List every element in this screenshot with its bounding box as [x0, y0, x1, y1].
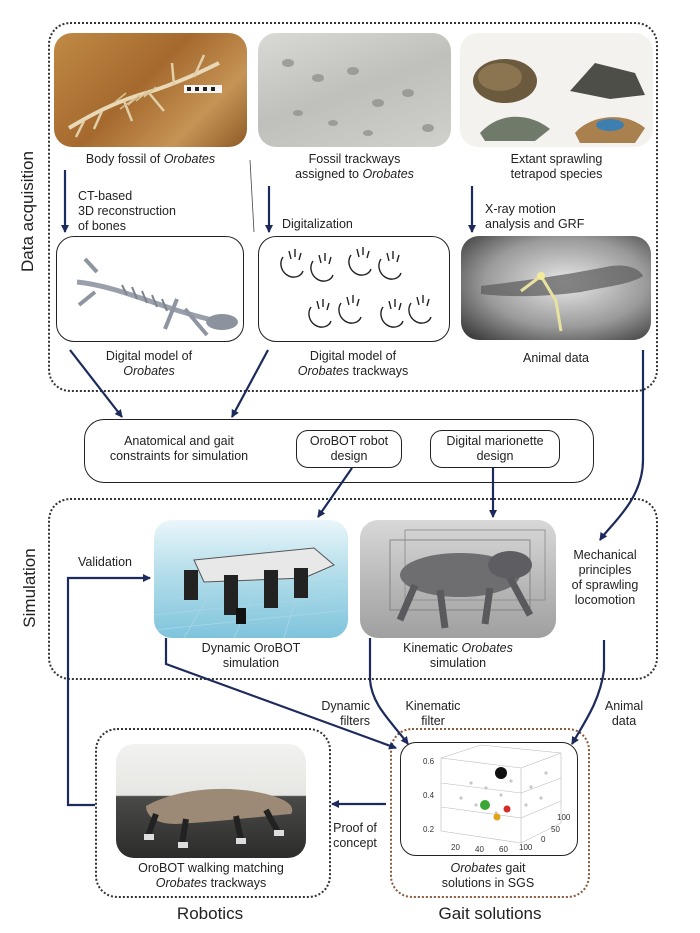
robot-sim-icon — [154, 547, 348, 638]
section-simulation: Simulation — [20, 548, 39, 628]
gait-3d-plot — [440, 744, 562, 844]
plot-x-tick-3: 100 — [519, 843, 533, 852]
skeleton-model-icon — [76, 257, 238, 337]
section-data-acquisition: Data acquisition — [18, 151, 37, 272]
animal-data-image — [461, 236, 651, 340]
fossil-trackways-image — [258, 33, 451, 147]
footprint-outlines-icon — [280, 247, 432, 328]
plot-z-tick-2: 0.2 — [423, 825, 435, 834]
robot-photo-icon — [144, 788, 293, 848]
orobot-walking-image — [116, 744, 306, 858]
gait-solutions-region — [390, 728, 590, 898]
fossil-trackways-caption: Fossil trackways assigned to Orobates — [295, 152, 414, 181]
plot-y-tick-0: 0 — [541, 835, 546, 844]
fossil-skeleton-icon — [67, 54, 222, 138]
section-robotics: Robotics — [176, 904, 244, 923]
plot-z-tick-0: 0.6 — [423, 757, 435, 766]
data-acquisition-region — [48, 22, 658, 392]
plot-y-tick-2: 100 — [557, 813, 571, 822]
plot-z-tick-1: 0.4 — [423, 791, 435, 800]
plot-x-tick-1: 40 — [475, 845, 484, 854]
animal-data-caption: Animal data — [522, 351, 589, 365]
marionette-sim-icon — [389, 529, 546, 629]
extant-animals-icon — [473, 59, 645, 143]
digital-trackways-image — [258, 236, 450, 342]
extant-species-image — [460, 33, 653, 147]
gait-plot-image: 0.6 0.4 0.2 20 40 60 100 0 50 100 — [400, 742, 578, 856]
dynamic-orobot-image — [154, 520, 348, 638]
plot-y-tick-1: 50 — [551, 825, 560, 834]
xray-lizard-icon — [481, 265, 643, 332]
kinematic-orobates-image — [360, 520, 556, 638]
digital-model-image — [56, 236, 244, 342]
plot-x-tick-2: 60 — [499, 845, 508, 854]
body-fossil-image — [54, 33, 247, 147]
validation-label: Validation — [78, 555, 132, 569]
body-fossil-caption: Body fossil of Orobates — [85, 152, 216, 166]
plot-x-tick-0: 20 — [451, 843, 460, 852]
section-gait-solutions: Gait solutions — [438, 904, 542, 923]
trackway-prints-icon — [282, 59, 434, 136]
digitalization-label: Digitalization — [282, 217, 353, 231]
